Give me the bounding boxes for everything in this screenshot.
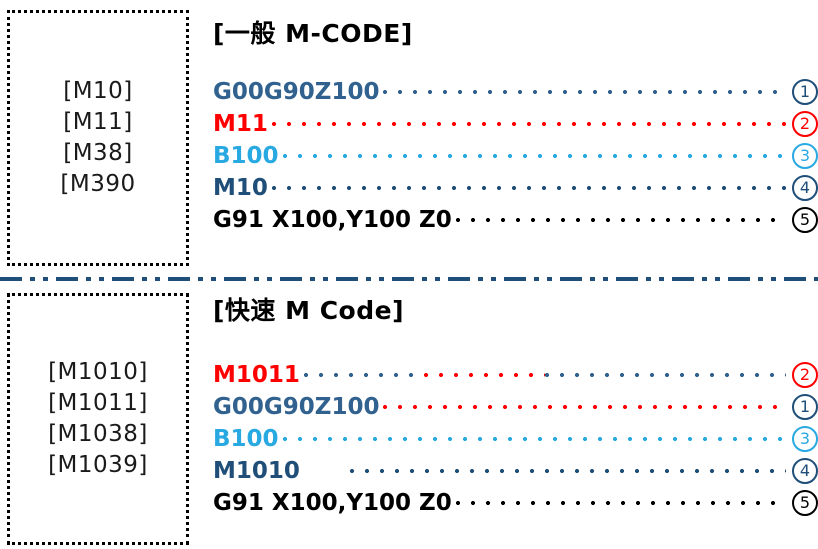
step-marker: 3 [792,426,818,452]
mcode-list-item: [M11] [63,109,133,135]
leader-dots [544,365,787,385]
leader-line [271,178,786,198]
step-marker: 4 [792,458,818,484]
code-row: B100 3 [213,423,818,455]
mcode-list-item: [M1038] [48,421,148,447]
mcode-list-item: [M1010] [48,359,148,385]
code-label: M1010 [213,458,300,484]
code-label: M10 [213,175,268,201]
leader-dots [282,146,786,166]
mcode-list-item: [M10] [63,78,133,104]
leader-line [455,493,786,513]
leader-dots [349,461,786,481]
code-label: G00G90Z100 [213,394,380,420]
mcode-list-item: [M1011] [48,390,148,416]
code-row: M1011 2 [213,359,818,391]
mcode-list-item: [M1039] [48,452,148,478]
code-label: G91 X100,Y100 Z0 [213,207,452,233]
code-label: B100 [213,426,279,452]
leader-line [282,146,786,166]
leader-dots [455,210,786,230]
leader-dots [455,493,786,513]
step-marker: 4 [792,175,818,201]
leader-line [271,114,786,134]
rapid-mcode-section: [M1010] [M1011] [M1038] [M1039] [快速 M Co… [0,275,818,549]
leader-line [383,82,786,102]
mcode-list-item: [M390 [60,171,136,197]
leader-dots [271,114,786,134]
step-marker: 1 [792,394,818,420]
rapid-mcode-list-box: [M1010] [M1011] [M1038] [M1039] [7,293,189,545]
leader-line [349,461,786,481]
leader-dots [271,178,786,198]
code-row: G91 X100,Y100 Z0 5 [213,204,818,236]
leader-dots [303,365,425,385]
code-row: G00G90Z100 1 [213,76,818,108]
code-row: G00G90Z100 1 [213,391,818,423]
code-row: M1010 4 [213,455,818,487]
code-label: M11 [213,111,268,137]
code-label: G91 X100,Y100 Z0 [213,490,452,516]
leader-line [455,210,786,230]
leader-dots [424,365,545,385]
step-marker: 2 [792,362,818,388]
leader-dots [282,429,786,449]
step-marker: 3 [792,143,818,169]
step-marker: 5 [792,490,818,516]
code-row: M11 2 [213,108,818,140]
step-marker: 1 [792,79,818,105]
code-row: B100 3 [213,140,818,172]
general-mcode-title: [一般 M-CODE] [213,19,413,48]
code-label: G00G90Z100 [213,79,380,105]
step-marker: 5 [792,207,818,233]
mcode-list-item: [M38] [63,140,133,166]
code-row: G91 X100,Y100 Z0 5 [213,487,818,519]
rapid-mcode-title: [快速 M Code] [213,296,405,325]
leader-dots [383,397,786,417]
section-divider [0,277,818,282]
general-mcode-list-box: [M10] [M11] [M38] [M390 [7,10,189,266]
code-label: B100 [213,143,279,169]
step-marker: 2 [792,111,818,137]
general-mcode-section: [M10] [M11] [M38] [M390 [一般 M-CODE] G00G… [0,0,818,274]
leader-line [383,397,786,417]
leader-dots [383,82,786,102]
code-row: M10 4 [213,172,818,204]
leader-line [282,429,786,449]
leader-line [303,365,787,385]
code-label: M1011 [213,362,300,388]
